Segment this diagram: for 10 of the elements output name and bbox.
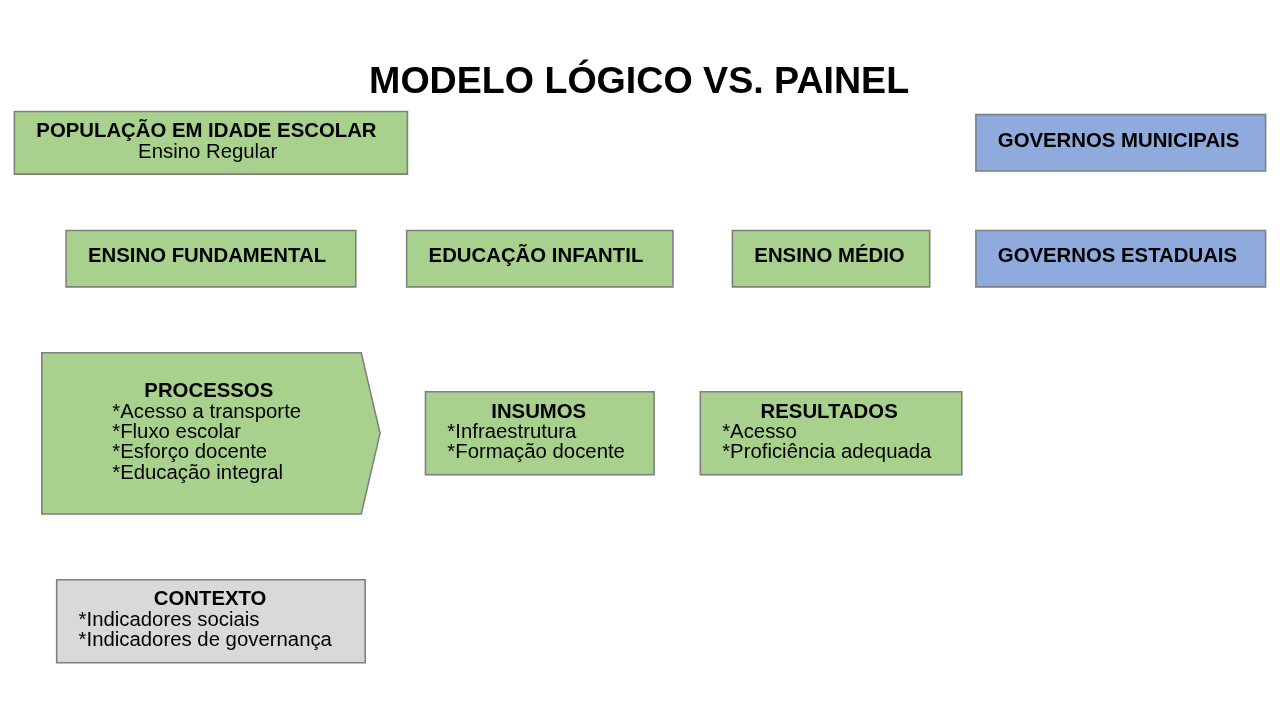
diagram-title: MODELO LÓGICO VS. PAINEL [369,58,910,101]
node-box: GOVERNOS MUNICIPAIS [975,113,1267,172]
node-box: POPULAÇÃO EM IDADE ESCOLAR Ensino Regular [13,110,409,175]
node-box: ENSINO MÉDIO [731,229,931,288]
node-box: EDUCAÇÃO INFANTIL [405,229,674,288]
node-box: ENSINO FUNDAMENTAL [65,229,357,288]
node-box: GOVERNOS ESTADUAIS [975,229,1267,288]
node-box: RESULTADOS *Acesso *Proficiência adequada [699,390,963,476]
node-box: INSUMOS *Infraestrutura *Formação docente [424,390,655,476]
node-box: CONTEXTO *Indicadores sociais *Indicadores de governança [55,578,366,664]
